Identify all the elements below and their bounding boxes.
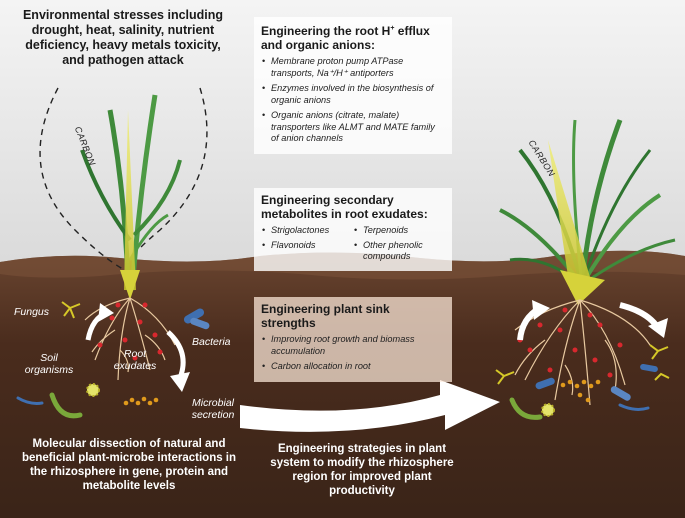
fungus-icon <box>61 301 81 319</box>
list-item: Strigolactones <box>262 225 359 237</box>
exudate-dots-left <box>97 302 163 361</box>
stress-arc-right <box>139 87 208 249</box>
list-item: Improving root growth and biomass accumu… <box>262 334 445 357</box>
bacteria-icon <box>183 308 210 330</box>
stress-description: Environmental stresses including drought… <box>22 8 224 67</box>
right-plant <box>495 119 676 420</box>
microbe-spiky-icon <box>86 383 100 397</box>
main-transition-arrow <box>240 380 500 432</box>
panel-secondary-title: Engineering secondary metabolites in roo… <box>261 193 428 221</box>
panel-secondary-list: Strigolactones Terpenoids Flavonoids Oth… <box>261 225 445 266</box>
label-soil-organisms: Soil organisms <box>24 352 74 376</box>
label-bacteria: Bacteria <box>192 336 231 348</box>
list-item: Membrane proton pump ATPase transports, … <box>262 56 445 79</box>
panel-sink-strength: Engineering plant sink strengths Improvi… <box>254 297 452 382</box>
worm-icon <box>16 392 83 419</box>
panel-root-efflux-list: Membrane proton pump ATPase transports, … <box>261 56 445 145</box>
carbon-flow-right <box>548 140 594 290</box>
label-fungus: Fungus <box>14 306 50 318</box>
panel-root-efflux-title: Engineering the root H+ efflux and organ… <box>261 24 430 52</box>
panel-root-efflux: Engineering the root H+ efflux and organ… <box>254 17 452 154</box>
panel-sink-title: Engineering plant sink strengths <box>261 302 390 330</box>
arrow-down-right <box>166 330 186 379</box>
panel-sink-list: Improving root growth and biomass accumu… <box>261 334 445 373</box>
carbon-flow-left <box>124 110 136 290</box>
label-root-exudates: Root exudates <box>113 348 157 372</box>
secretion-dots <box>123 396 159 406</box>
caption-molecular-dissection: Molecular dissection of natural and bene… <box>21 438 237 492</box>
label-microbial-secretion: Microbial secretion <box>191 397 235 421</box>
list-item: Carbon allocation in root <box>262 361 445 373</box>
left-plant <box>80 94 182 381</box>
list-item: Enzymes involved in the biosynthesis of … <box>262 83 445 106</box>
caption-engineering-strategies: Engineering strategies in plant system t… <box>270 443 454 497</box>
list-item: Terpenoids <box>354 225 445 237</box>
list-item: Flavonoids <box>262 240 359 263</box>
panel-secondary-metabolites: Engineering secondary metabolites in roo… <box>254 188 452 271</box>
soil-layer <box>0 250 685 518</box>
list-item: Organic anions (citrate, malate) transpo… <box>262 110 445 145</box>
exudate-dots-right <box>517 307 623 378</box>
list-item: Other phenolic compounds <box>354 240 445 263</box>
